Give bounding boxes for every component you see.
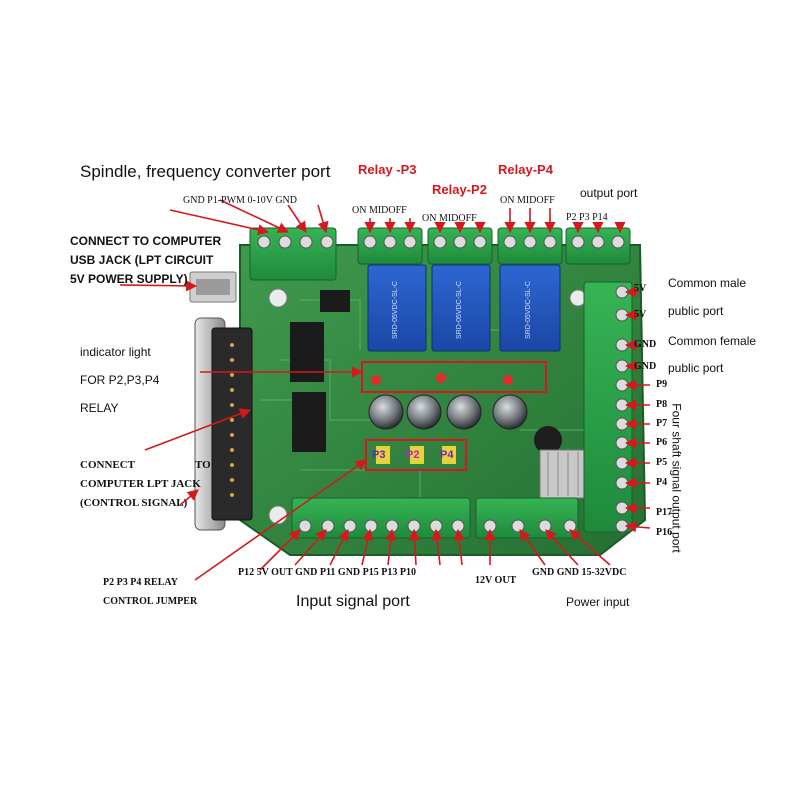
right-pin-gnd-1: GND (634, 339, 657, 350)
bottom-input-terminal-block (291, 497, 471, 539)
relay1-pin-labels: ON MIDOFF (352, 205, 407, 216)
indicator-label-line3: RELAY (80, 401, 119, 415)
jumper-label-p3: P3 (372, 449, 386, 461)
indicator-label-line2: FOR P2,P3,P4 (80, 373, 160, 387)
relay-terminal-block-2 (427, 227, 493, 265)
right-pin-5v-1: 5V (634, 283, 647, 294)
relay2-pin-labels: ON MIDOFF (422, 213, 477, 224)
bottom-power-terminal-block (475, 497, 579, 539)
output-terminal-block (565, 227, 631, 265)
right-pin-p16: P16 (656, 527, 673, 538)
common-male-line1: Common male (668, 276, 747, 290)
usb-jack (189, 271, 237, 303)
jumper-label-line1: P2 P3 P4 RELAY (103, 577, 178, 588)
lpt-label-line2: COMPUTER LPT JACK (80, 478, 201, 490)
right-pin-5v-2: 5V (634, 309, 647, 320)
right-terminal-block (583, 281, 633, 533)
right-pin-p17: P17 (656, 507, 673, 518)
svg-text:SRD-05VDC-SL-C: SRD-05VDC-SL-C (392, 281, 399, 339)
lpt-db25-connector (194, 317, 253, 531)
power-input-label: Power input (566, 595, 630, 609)
output-pin-labels: P2 P3 P14 (566, 212, 608, 223)
capacitors (368, 394, 562, 454)
relay3-pin-labels: ON MIDOFF (500, 195, 555, 206)
right-pin-p9: P9 (656, 379, 668, 390)
usb-label-line1: CONNECT TO COMPUTER (70, 234, 222, 248)
usb-label-line2: USB JACK (LPT CIRCUIT (70, 253, 214, 267)
common-female-line1: Common female (668, 334, 757, 348)
jumper-block (365, 439, 467, 471)
svg-text:SRD-05VDC-SL-C: SRD-05VDC-SL-C (525, 281, 532, 339)
jumper-label-line2: CONTROL JUMPER (103, 596, 198, 607)
right-pin-p4: P4 (656, 477, 668, 488)
bottom-12v-out-label: 12V OUT (475, 575, 517, 586)
right-pin-p6: P6 (656, 437, 668, 448)
lpt-label-line3: (CONTROL SIGNAL) (80, 497, 188, 509)
relay-p4: SRD-05VDC-SL-C (499, 264, 561, 352)
output-port-label: output port (580, 186, 638, 200)
spindle-port-title: Spindle, frequency converter port (80, 162, 331, 181)
lpt-label-to: TO (195, 459, 211, 471)
relay-p2: SRD-05VDC-SL-C (431, 264, 491, 352)
svg-text:SRD-05VDC-SL-C: SRD-05VDC-SL-C (456, 281, 463, 339)
lpt-label-line1: CONNECT (80, 459, 136, 471)
common-female-line2: public port (668, 361, 724, 375)
relay-terminal-block-3 (497, 227, 563, 265)
relay-p4-label: Relay-P4 (498, 162, 553, 177)
right-pin-p7: P7 (656, 418, 668, 429)
spindle-pin-labels: GND P1-PWM 0-10V GND (183, 195, 297, 206)
four-shaft-port-label: Four shaft signal output port (669, 403, 684, 553)
right-pin-p8: P8 (656, 399, 668, 410)
relay-terminal-block-1 (357, 227, 423, 265)
relay-p3-label: Relay -P3 (358, 162, 417, 177)
common-male-line2: public port (668, 304, 724, 318)
bottom-power-pin-labels: GND GND 15-32VDC (532, 567, 627, 578)
jumper-label-p4: P4 (440, 449, 454, 461)
right-pin-p5: P5 (656, 457, 668, 468)
bottom-input-pin-labels: P12 5V OUT GND P11 GND P15 P13 P10 (238, 567, 416, 578)
indicator-label-line1: indicator light (80, 345, 151, 359)
relay-p3: SRD-05VDC-SL-C (367, 264, 427, 352)
spindle-terminal-block (249, 227, 337, 281)
input-signal-port-label: Input signal port (296, 593, 410, 610)
relay-p2-label: Relay-P2 (432, 182, 487, 197)
right-pin-gnd-2: GND (634, 361, 657, 372)
usb-label-line3: 5V POWER SUPPLY) (70, 272, 188, 286)
jumper-label-p2: P2 (406, 449, 420, 461)
leader-arrows (119, 199, 651, 581)
